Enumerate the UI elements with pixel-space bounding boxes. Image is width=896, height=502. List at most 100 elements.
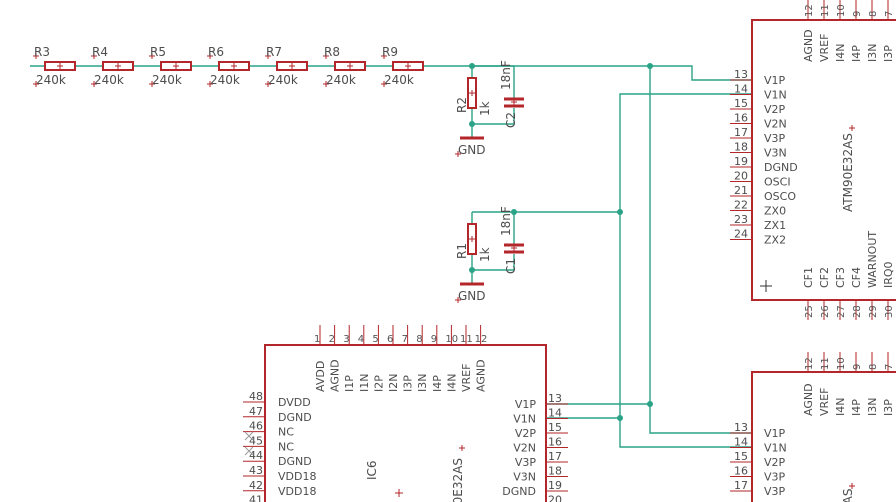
no-connect-icon xyxy=(244,431,254,441)
ic-top-right-pin-name: OSCI xyxy=(764,176,791,189)
ic6-pin-number: 42 xyxy=(249,479,263,492)
resistor-value: 1k xyxy=(478,101,492,116)
ic6-pin-name: NC xyxy=(278,440,294,453)
resistor-value: 240k xyxy=(384,73,414,87)
ic-top-right-part-name: ATM90E32AS xyxy=(841,133,855,212)
ic-top-right-pin-number: 18 xyxy=(734,141,748,154)
ic-top-right-pin-name: ZX1 xyxy=(764,219,786,232)
ic-top-right-pin-number: 28 xyxy=(852,305,863,318)
ic6-pin-name: DGND xyxy=(278,455,312,468)
ic6-pin-number: 10 xyxy=(445,334,458,345)
ic-top-right-pin-name: WARNOUT xyxy=(866,231,879,288)
label-origin-icon xyxy=(91,81,97,87)
resistor-origin-icon xyxy=(289,63,295,69)
ground-label: GND xyxy=(458,143,486,157)
ic6-pin-name: V3P xyxy=(515,456,537,469)
resistor-r1[interactable] xyxy=(467,223,477,255)
ic6-pin-number: 45 xyxy=(249,434,263,447)
resistor-name: R3 xyxy=(34,45,50,59)
ic-top-right-pin-name: I3N xyxy=(866,44,879,62)
ic-bottom-right-body[interactable] xyxy=(751,371,896,502)
ic-origin-icon xyxy=(760,280,772,292)
ic-top-right-pin-number: 26 xyxy=(820,305,831,318)
ic6-pin-name: I2P xyxy=(372,375,385,392)
resistor-value: 240k xyxy=(268,73,298,87)
ic6-pin-name: V1P xyxy=(515,398,537,411)
ic-top-right-pin-name: DGND xyxy=(764,161,798,174)
ic6-pin-name: I1P xyxy=(343,375,356,392)
origin-cross-icon xyxy=(849,483,855,489)
resistor-r2[interactable] xyxy=(467,77,477,109)
ic-bottom-right-pin-name: I3N xyxy=(866,398,879,416)
ic-top-right-pin-name: I4P xyxy=(850,45,863,62)
ic-top-right-pin-number: 10 xyxy=(836,4,847,17)
ic6-pin-name: I3P xyxy=(402,375,415,392)
resistor-value: 240k xyxy=(94,73,124,87)
origin-cross-icon xyxy=(469,236,475,242)
ic6-origin-icon xyxy=(395,489,403,497)
resistor-name: R5 xyxy=(150,45,166,59)
ic-bottom-right-pin-name: V3P xyxy=(764,485,786,498)
ic-top-right-pin-number: 30 xyxy=(884,305,895,318)
ic-top-right-pin-name: CF3 xyxy=(834,267,847,288)
ic-top-right-pin-number: 20 xyxy=(734,170,748,183)
resistor-r8[interactable] xyxy=(323,53,366,87)
ic6-pin-number: 18 xyxy=(548,465,562,478)
ic6-pin-name: VDD18 xyxy=(278,485,316,498)
ic-top-right-pin-number: 24 xyxy=(734,228,748,241)
label-origin-icon xyxy=(265,81,271,87)
ic-top-right-pin-name: V3N xyxy=(764,147,787,160)
ic6-pin-number: 43 xyxy=(249,464,263,477)
ic6-pin-name: DGND xyxy=(502,485,536,498)
ic6-pin-number: 15 xyxy=(548,421,562,434)
ic6-pin-number: 20 xyxy=(548,494,562,502)
ic6-pin-name: NC xyxy=(278,426,294,439)
wire-v1n-bus xyxy=(619,212,752,448)
capacitor-value: 18nF xyxy=(499,60,513,90)
resistor-r5[interactable] xyxy=(149,53,192,87)
ic-top-right-pin-name: V1N xyxy=(764,89,787,102)
resistor-origin-icon xyxy=(231,63,237,69)
ic6-pin-number: 47 xyxy=(249,405,263,418)
ic-bottom-right-pin-name: I4N xyxy=(834,398,847,416)
ic-top-right-pin-number: 23 xyxy=(734,213,748,226)
ic-top-right-pin-number: 22 xyxy=(734,199,748,212)
ic6-pin-name: DGND xyxy=(278,411,312,424)
ic-top-right-pin-number: 19 xyxy=(734,155,748,168)
resistor-value: 1k xyxy=(478,247,492,262)
resistor-name: R4 xyxy=(92,45,108,59)
origin-cross-icon xyxy=(511,99,517,105)
ic6-pin-number: 48 xyxy=(249,390,263,403)
resistor-r9[interactable] xyxy=(381,53,424,87)
ground-symbol xyxy=(455,282,484,303)
ic-bottom-right-pin-number: 11 xyxy=(820,357,831,370)
ic-bottom-right-pin-number: 13 xyxy=(734,421,748,434)
ic-bottom-right-pin-name: AGND xyxy=(802,383,815,416)
ic6-pin-name: VREF xyxy=(460,364,473,392)
ic-top-right-pin-number: 7 xyxy=(884,11,895,17)
label-origin-icon xyxy=(91,53,97,59)
ic-top-right-body[interactable] xyxy=(751,19,896,301)
resistor-r4[interactable] xyxy=(91,53,134,87)
capacitor-c2[interactable] xyxy=(504,97,524,108)
capacitor-c1[interactable] xyxy=(504,243,524,254)
ic6-pin-number: 13 xyxy=(548,392,562,405)
resistor-r3[interactable] xyxy=(33,53,76,87)
ic6-pin-number: 46 xyxy=(249,420,263,433)
origin-cross-icon xyxy=(459,445,465,451)
ic6-pin-number: 16 xyxy=(548,436,562,449)
ic6-pin-number: 5 xyxy=(372,334,378,345)
ic6-pin-number: 44 xyxy=(249,449,263,462)
resistor-r7[interactable] xyxy=(265,53,308,87)
ic-top-right-pin-name: IRQ0 xyxy=(882,261,895,288)
ic-top-right-pin-name: V2N xyxy=(764,118,787,131)
ic-bottom-right-pin-number: 7 xyxy=(884,364,895,370)
ic-top-right-pin-number: 17 xyxy=(734,126,748,139)
resistor-value: 240k xyxy=(210,73,240,87)
origin-cross-icon xyxy=(455,297,461,303)
label-origin-icon xyxy=(149,53,155,59)
label-origin-icon xyxy=(207,81,213,87)
ic6-pin-name: V2N xyxy=(513,442,536,455)
wire-v1n-top xyxy=(514,93,752,213)
resistor-r6[interactable] xyxy=(207,53,250,87)
